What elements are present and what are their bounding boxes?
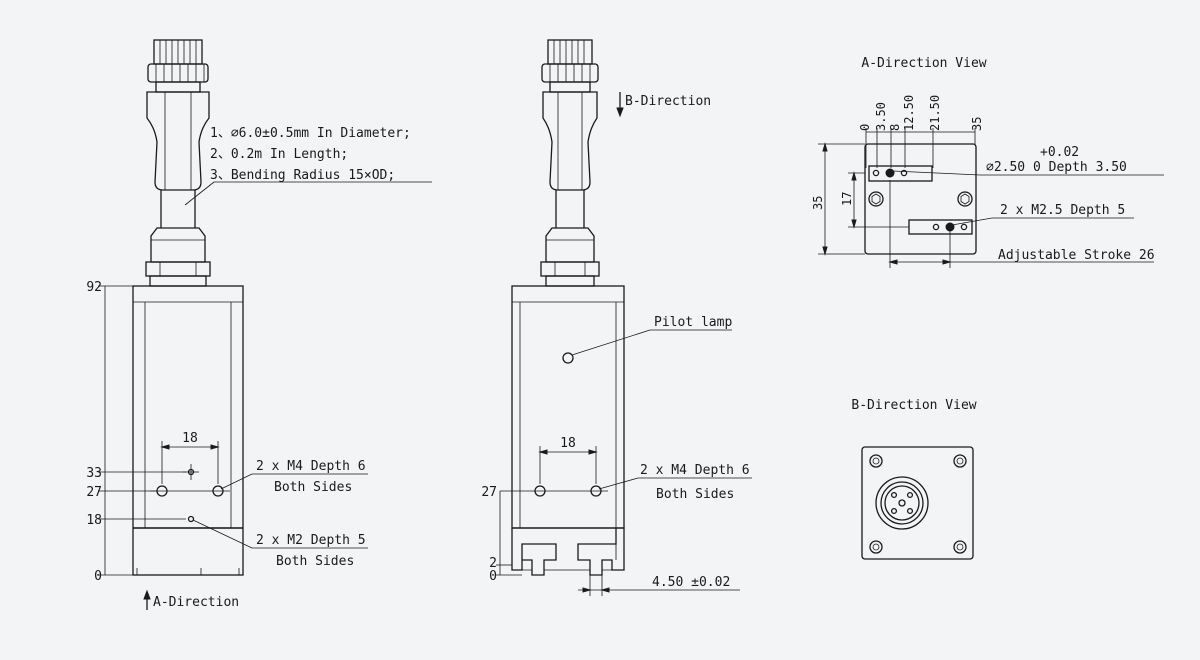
side-m4-sub: Both Sides	[656, 487, 734, 502]
side-hole-spacing-value: 18	[560, 436, 576, 451]
front-height-dims: 92 33 27 18 0	[86, 280, 186, 584]
b-view-title: B-Direction View	[851, 398, 976, 413]
a-dim-35: 35	[970, 117, 984, 131]
a-dim-12-50: 12.50	[902, 95, 916, 131]
a-direction-view: A-Direction View 0 3.50	[811, 56, 1164, 268]
b-view-connector-face	[875, 476, 929, 530]
side-tick-27: 27	[481, 485, 497, 500]
front-m2-callout: 2 x M2 Depth 5 Both Sides	[192, 519, 368, 569]
a-view-outline	[864, 143, 977, 255]
b-direction-arrow: B-Direction	[616, 92, 711, 118]
side-body	[511, 285, 625, 576]
b-view-flange	[861, 446, 974, 560]
cable-note-bending: 3、Bending Radius 15×OD;	[210, 168, 395, 183]
b-view-screw-bl	[869, 540, 883, 554]
side-hole-spacing-dim: 18	[538, 436, 598, 484]
front-hole-spacing-dim: 18	[160, 431, 220, 484]
a-view-top-slot	[868, 165, 933, 182]
a-view-stroke-dim: Adjustable Stroke 26	[888, 180, 1155, 268]
front-view: 18 92 33 27 18 0 1、∅6.0±0.5mm In Diamete…	[86, 39, 432, 610]
a-view-bottom-slot	[908, 219, 973, 235]
a-view-bolt-right	[957, 191, 973, 207]
a-dim-height-35: 35	[811, 196, 825, 210]
front-m4-callout: 2 x M4 Depth 6 Both Sides	[220, 459, 368, 495]
b-view-screw-tr	[953, 454, 967, 468]
b-direction-label: B-Direction	[625, 94, 711, 109]
a-direction-label: A-Direction	[153, 595, 239, 610]
front-hole-spacing-value: 18	[182, 431, 198, 446]
front-connector	[145, 39, 211, 287]
front-tick-33: 33	[86, 466, 102, 481]
front-m2-sub: Both Sides	[276, 554, 354, 569]
a-view-hole-callout: +0.02 ∅2.50 0 Depth 3.50	[892, 145, 1164, 176]
a-tolerance-top: +0.02	[1040, 145, 1079, 160]
a-view-left-dims: 35 17	[811, 142, 909, 256]
m2-hole-bottom	[187, 515, 195, 523]
front-tick-92: 92	[86, 280, 102, 295]
front-m4-label: 2 x M4 Depth 6	[256, 459, 366, 474]
side-m4-callout: 2 x M4 Depth 6 Both Sides	[598, 463, 752, 502]
b-direction-view: B-Direction View	[851, 398, 977, 560]
front-body	[132, 285, 244, 576]
a-dim-8: 8	[888, 124, 902, 131]
a-dim-3-50: 3.50	[874, 102, 888, 131]
cable-note-length: 2、0.2m In Length;	[210, 147, 348, 162]
a-view-title: A-Direction View	[861, 56, 986, 71]
side-height-dims: 27 2 0	[481, 485, 522, 584]
a-view-top-dims: 0 3.50 8 12.50 21.50 35	[858, 95, 984, 168]
pilot-lamp-callout: Pilot lamp	[571, 315, 732, 356]
front-m2-label: 2 x M2 Depth 5	[256, 533, 366, 548]
a-view-m25-callout: 2 x M2.5 Depth 5	[951, 203, 1134, 226]
slot-width-label: 4.50 ±0.02	[652, 575, 730, 590]
pilot-lamp-label: Pilot lamp	[654, 315, 732, 330]
slot-width-dim: 4.50 ±0.02	[578, 575, 740, 596]
pilot-lamp	[562, 352, 574, 364]
b-view-screw-br	[953, 540, 967, 554]
a-stroke-label: Adjustable Stroke 26	[998, 248, 1155, 263]
front-tick-18: 18	[86, 513, 102, 528]
a-hole-label: ∅2.50 0 Depth 3.50	[986, 160, 1127, 175]
side-connector	[540, 39, 600, 287]
side-view: 18 27 2 0 Pilot lamp 2 x M4 Depth 6 Both…	[481, 39, 752, 596]
front-tick-0: 0	[94, 569, 102, 584]
front-m4-sub: Both Sides	[274, 480, 352, 495]
a-dim-17: 17	[840, 192, 854, 206]
a-dim-21-50: 21.50	[928, 95, 942, 131]
a-view-dowel-hole	[885, 168, 895, 178]
a-dim-0: 0	[858, 124, 872, 131]
a-view-bolt-left	[868, 191, 884, 207]
a-view-m25-hole	[945, 222, 955, 232]
side-tick-2: 2	[489, 556, 497, 571]
side-m4-label: 2 x M4 Depth 6	[640, 463, 750, 478]
front-tick-27: 27	[86, 485, 102, 500]
cable-note-diameter: 1、∅6.0±0.5mm In Diameter;	[210, 126, 411, 141]
a-direction-arrow: A-Direction	[143, 589, 239, 610]
cable-notes: 1、∅6.0±0.5mm In Diameter; 2、0.2m In Leng…	[184, 126, 432, 206]
b-view-screw-tl	[869, 454, 883, 468]
a-m25-label: 2 x M2.5 Depth 5	[1000, 203, 1125, 218]
side-tick-0: 0	[489, 569, 497, 584]
